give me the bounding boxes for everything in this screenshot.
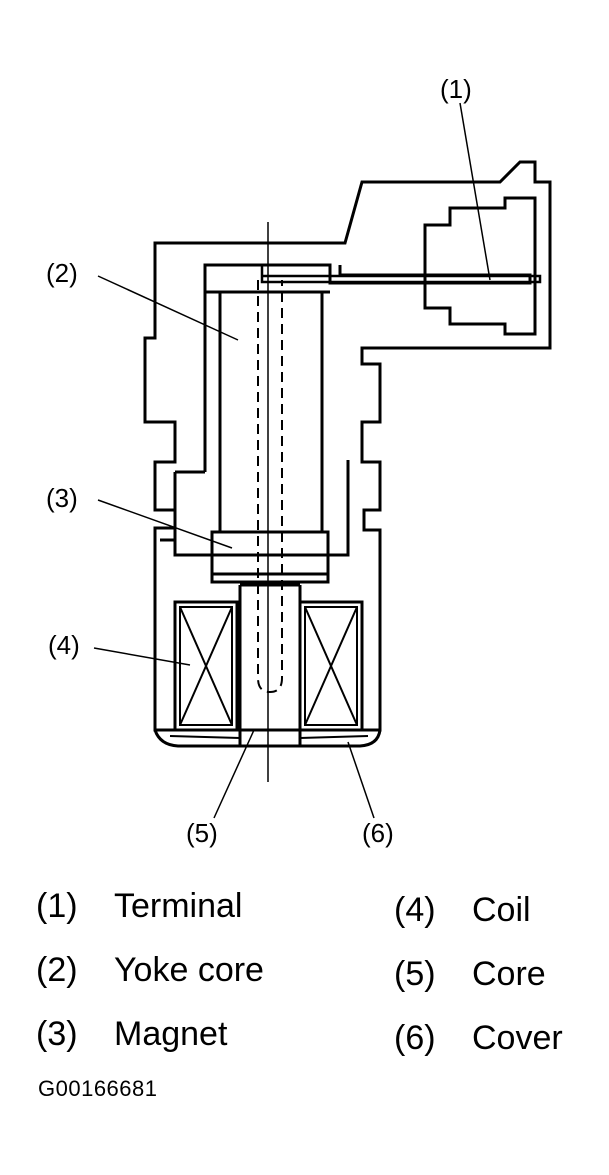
- callout-6: (6): [362, 818, 394, 848]
- inner-chamber-right: [160, 460, 350, 557]
- legend-label: Cover: [472, 1019, 563, 1057]
- legend-number: (1): [36, 887, 78, 925]
- legend-number: (4): [394, 891, 436, 929]
- solenoid-cross-section-diagram: (1) (2) (3) (4) (5) (6): [46, 74, 552, 848]
- legend-label: Yoke core: [114, 951, 264, 989]
- legend-number: (6): [394, 1019, 436, 1057]
- coil-left: [173, 600, 239, 732]
- figure-code: G00166681: [38, 1076, 158, 1101]
- inner-step-left: [173, 470, 205, 555]
- magnet: [210, 530, 330, 584]
- cover-inner-line: [169, 735, 369, 739]
- legend-label: Core: [472, 955, 546, 993]
- leader-6: [347, 741, 375, 819]
- connector-body: [423, 196, 537, 336]
- legend-number: (2): [36, 951, 78, 989]
- leader-2: [97, 275, 239, 341]
- legend-number: (3): [36, 1015, 78, 1053]
- leader-1: [459, 102, 491, 281]
- callout-2: (2): [46, 258, 78, 288]
- terminal-pin: [260, 266, 542, 284]
- inner-chamber: [203, 263, 532, 472]
- housing-outline: [143, 160, 552, 732]
- legend-number: (5): [394, 955, 436, 993]
- cover-bottom: [153, 729, 382, 748]
- yoke-core-body: [218, 290, 324, 534]
- dashed-rod: [257, 280, 283, 694]
- coil-right-inner: [304, 606, 358, 726]
- coil-left-cross: [179, 606, 233, 726]
- leader-3: [97, 499, 233, 549]
- callout-5: (5): [186, 818, 218, 848]
- callout-1: (1): [440, 74, 472, 104]
- legend-label: Magnet: [114, 1015, 228, 1053]
- legend: (1) Terminal (2) Yoke core (3) Magnet (4…: [0, 870, 609, 1110]
- callout-3: (3): [46, 483, 78, 513]
- coil-left-inner: [179, 606, 233, 726]
- callout-4: (4): [48, 630, 80, 660]
- leader-5: [213, 729, 255, 819]
- coil-right-cross: [304, 606, 358, 726]
- legend-label: Terminal: [114, 887, 243, 925]
- legend-label: Coil: [472, 891, 531, 929]
- leader-4: [93, 647, 191, 666]
- core-column: [238, 583, 302, 745]
